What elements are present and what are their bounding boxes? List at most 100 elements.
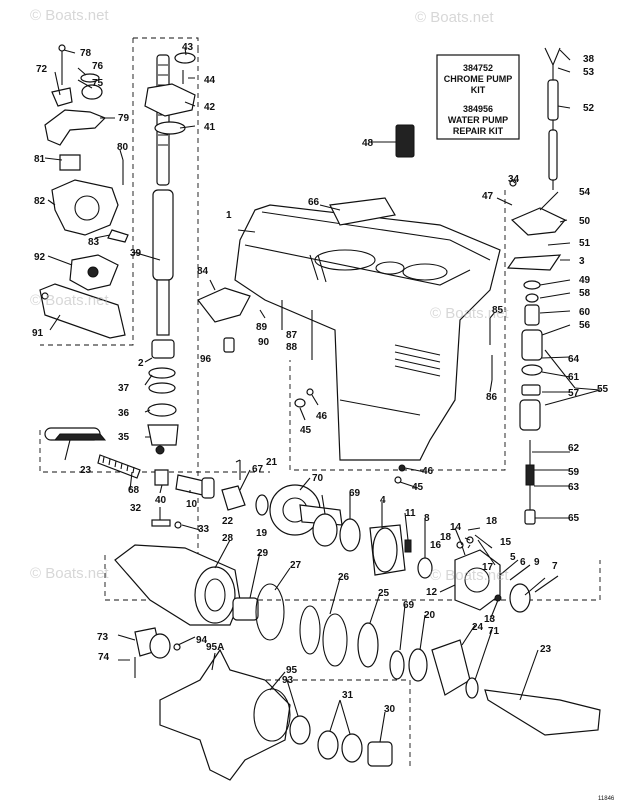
callout-27: 27: [290, 560, 302, 571]
callout-32: 32: [130, 503, 142, 514]
callout-56: 56: [579, 320, 591, 331]
callout-48: 48: [362, 138, 374, 149]
callout-23: 23: [80, 465, 92, 476]
callout-50: 50: [579, 216, 591, 227]
callout-24: 24: [472, 622, 484, 633]
callout-33: 33: [198, 524, 210, 535]
callout-68: 68: [128, 485, 140, 496]
gearcase-housing: [234, 204, 501, 461]
callout-45: 45: [300, 425, 312, 436]
waterline-group-outline: [289, 190, 506, 471]
kit-line-4: 384956: [463, 104, 493, 114]
callout-25: 25: [378, 588, 390, 599]
callout-72: 72: [36, 64, 48, 75]
callout-92: 92: [34, 252, 46, 263]
callout-73: 73: [97, 632, 109, 643]
callout-28: 28: [222, 533, 234, 544]
leader-lines: [44, 47, 601, 743]
callout-69: 69: [403, 600, 415, 611]
callout-47: 47: [482, 191, 494, 202]
callout-94: 94: [196, 635, 208, 646]
callout-38: 38: [583, 54, 595, 65]
callout-5: 5: [510, 552, 516, 563]
callout-79: 79: [118, 113, 130, 124]
callout-80: 80: [117, 142, 129, 153]
callout-46: 46: [422, 466, 434, 477]
callout-96: 96: [200, 354, 212, 365]
callout-29: 29: [257, 548, 269, 559]
water-tube-stack: [506, 47, 566, 525]
callout-49: 49: [579, 275, 591, 286]
kit-line-6: REPAIR KIT: [453, 126, 504, 136]
callout-31: 31: [342, 690, 354, 701]
callout-71: 71: [488, 626, 500, 637]
callout-70: 70: [312, 473, 324, 484]
callout-10: 10: [186, 499, 198, 510]
callout-13: 13: [484, 614, 496, 625]
callout-39: 39: [130, 248, 142, 259]
callout-35: 35: [118, 432, 130, 443]
callout-21: 21: [266, 457, 278, 468]
callout-87: 87: [286, 330, 298, 341]
callout-18: 18: [440, 532, 452, 543]
callout-19: 19: [256, 528, 268, 539]
watermark-low-left: © Boats.net: [30, 565, 109, 582]
callout-54: 54: [579, 187, 591, 198]
callout-41: 41: [204, 122, 216, 133]
callout-15: 15: [500, 537, 512, 548]
propeller-assembly: [134, 627, 393, 781]
drawing-code: 11846: [598, 796, 615, 802]
callout-2: 2: [138, 358, 144, 369]
callout-45: 45: [412, 482, 424, 493]
callout-36: 36: [118, 408, 130, 419]
pump-group-outline: [133, 37, 199, 52]
callout-95A: 95A: [206, 642, 224, 653]
callout-18: 18: [486, 516, 498, 527]
kit-line-3: KIT: [471, 85, 486, 95]
watermark-low-right: © Boats.net: [430, 567, 509, 584]
callout-42: 42: [204, 102, 216, 113]
callout-81: 81: [34, 154, 46, 165]
callout-26: 26: [338, 572, 350, 583]
callout-1: 1: [226, 210, 232, 221]
watermark-mid-right: © Boats.net: [430, 305, 509, 322]
callout-34: 34: [508, 174, 520, 185]
watermark-mid-left: © Boats.net: [30, 292, 109, 309]
pump-housing-top: [144, 52, 196, 135]
callout-93: 93: [282, 675, 294, 686]
callout-59: 59: [568, 467, 580, 478]
callout-90: 90: [258, 337, 270, 348]
callout-86: 86: [486, 392, 498, 403]
callout-82: 82: [34, 196, 46, 207]
callout-16: 16: [430, 540, 442, 551]
callout-60: 60: [579, 307, 591, 318]
callout-78: 78: [80, 48, 92, 59]
callout-64: 64: [568, 354, 580, 365]
callout-57: 57: [568, 388, 580, 399]
callout-44: 44: [204, 75, 216, 86]
callout-95: 95: [286, 665, 298, 676]
callout-37: 37: [118, 383, 130, 394]
callout-83: 83: [88, 237, 100, 248]
callout-91: 91: [32, 328, 44, 339]
callout-65: 65: [568, 513, 580, 524]
callout-89: 89: [256, 322, 268, 333]
callout-30: 30: [384, 704, 396, 715]
callout-74: 74: [98, 652, 110, 663]
callout-88: 88: [286, 342, 298, 353]
callout-11: 11: [405, 508, 416, 519]
callout-8: 8: [424, 513, 430, 524]
callout-3: 3: [579, 256, 585, 267]
callout-22: 22: [222, 516, 234, 527]
exhaust-housing-and-prop-parts: [114, 544, 601, 736]
callout-58: 58: [579, 288, 591, 299]
kit-line-5: WATER PUMP: [448, 115, 508, 125]
kit-line-1: 384752: [463, 63, 493, 73]
callout-66: 66: [308, 197, 320, 208]
callout-76: 76: [92, 61, 104, 72]
callout-62: 62: [568, 443, 580, 454]
callout-9: 9: [534, 557, 540, 568]
